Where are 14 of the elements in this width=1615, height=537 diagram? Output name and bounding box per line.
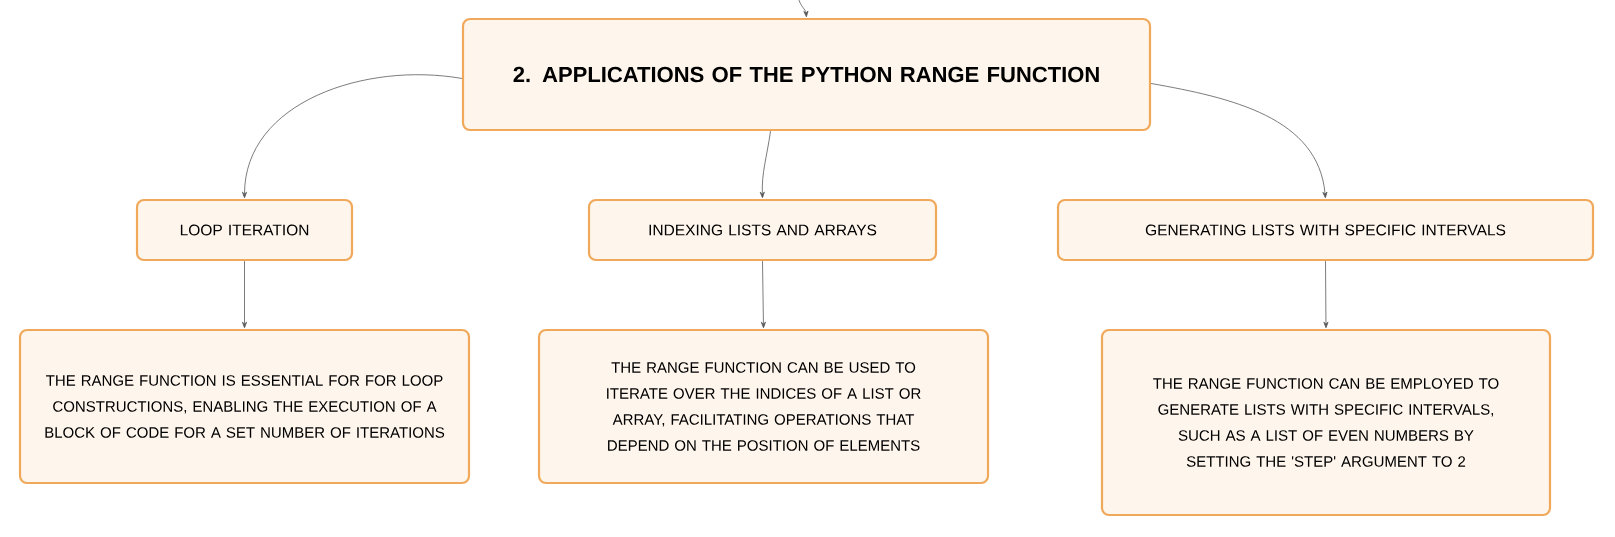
arrow [242, 260, 247, 329]
arrow [1150, 83, 1328, 199]
arrow [242, 74, 463, 199]
topic-box: LOOP ITERATION [135, 198, 354, 262]
topic-box: GENERATING LISTS WITH SPECIFIC INTERVALS [1056, 198, 1595, 262]
arrow [759, 130, 771, 199]
description-box: THE RANGE FUNCTION CAN BE EMPLOYED TO GENERATE LISTS WITH SPECIFIC INTERVALS, SUCH AS A LIST OF EVEN NUMBERS BY SETTING THE 'STEP' ARGUMENT TO 2 [1100, 328, 1552, 517]
arrow [1323, 260, 1329, 329]
description-box: THE RANGE FUNCTION CAN BE USED TO ITERATE OVER THE INDICES OF A LIST OR ARRAY, FACILITATING OPERATIONS THAT DEPEND ON THE POSITION OF ELEMENTS [537, 328, 990, 485]
arrow [760, 260, 766, 329]
description-box: THE RANGE FUNCTION IS ESSENTIAL FOR FOR LOOP CONSTRUCTIONS, ENABLING THE EXECUTION OF A BLOCK OF CODE FOR A SET NUMBER OF ITERATIONS [18, 328, 471, 485]
title-box: 2. APPLICATIONS OF THE PYTHON RANGE FUNCTION [461, 17, 1152, 132]
topic-box: INDEXING LISTS AND ARRAYS [587, 198, 938, 262]
arrow [798, 0, 809, 18]
